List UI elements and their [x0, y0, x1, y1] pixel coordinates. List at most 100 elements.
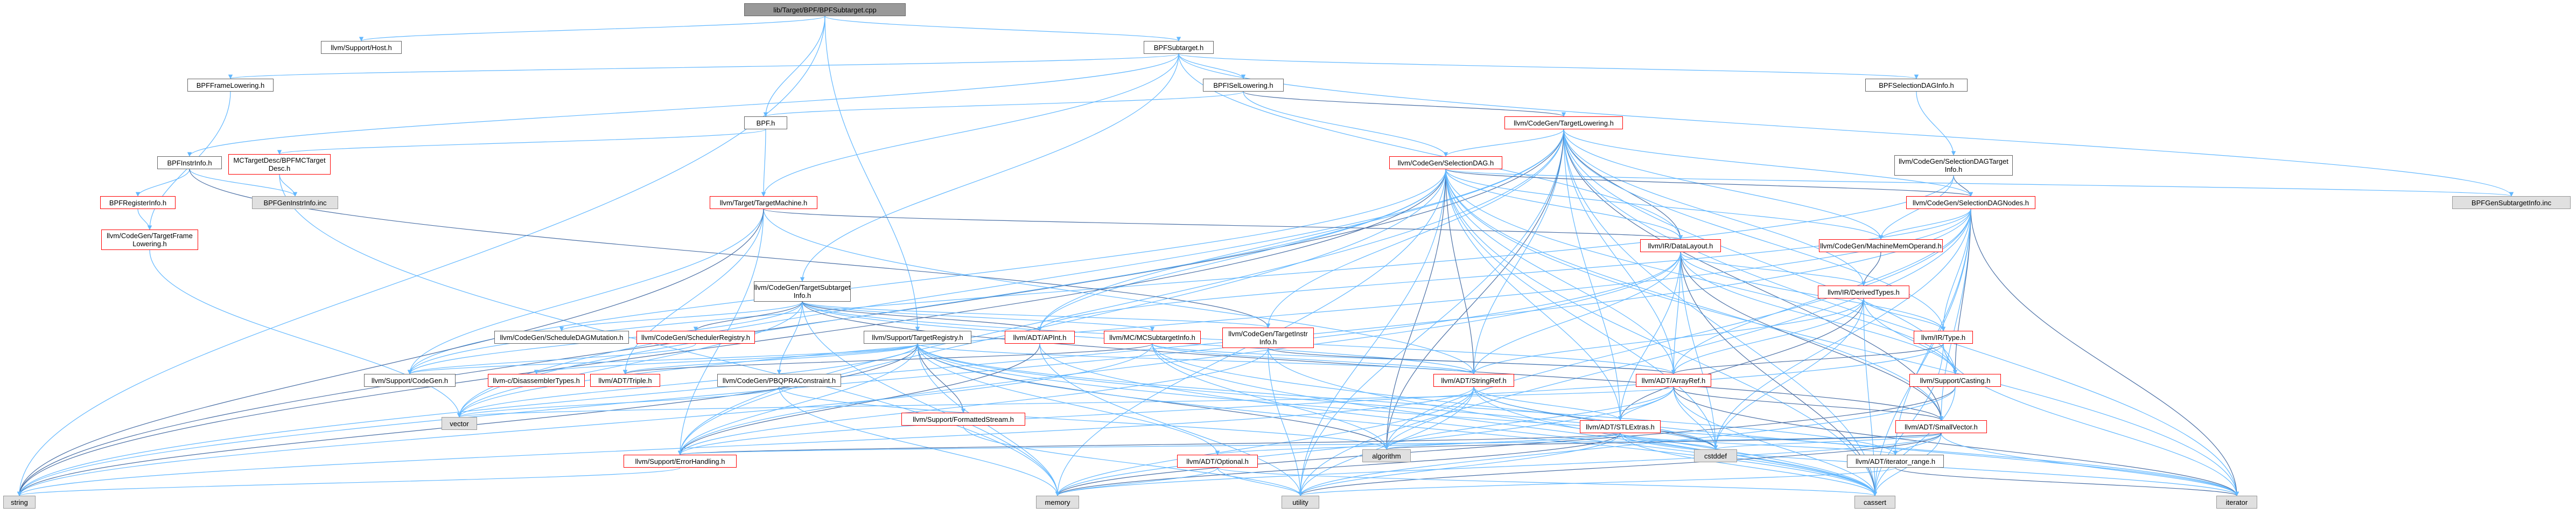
edge-isellowering-to-targetlowering — [1243, 91, 1566, 117]
edge-targetmachine-to-string — [17, 209, 764, 496]
edge-optional-to-cassert — [1217, 467, 1877, 496]
edge-smallvector-to-iterator — [1941, 433, 2239, 496]
edge-datalayout-to-arrayref — [1671, 252, 1681, 374]
node-triple[interactable]: llvm/ADT/Triple.h — [590, 374, 660, 387]
node-selectiondag[interactable]: llvm/CodeGen/SelectionDAG.h — [1389, 156, 1502, 169]
node-schedmutation[interactable]: llvm/CodeGen/ScheduleDAGMutation.h — [494, 331, 629, 344]
node-derivedtypes[interactable]: llvm/IR/DerivedTypes.h — [1818, 286, 1909, 298]
node-memoperand[interactable]: llvm/CodeGen/MachineMemOperand.h — [1819, 239, 1943, 252]
edge-selectiondag-to-errorhandling — [677, 169, 1446, 455]
node-errorhandling[interactable]: llvm/Support/ErrorHandling.h — [624, 455, 737, 468]
node-sdtargetinfo[interactable]: llvm/CodeGen/SelectionDAGTarget Info.h — [1894, 155, 2013, 176]
edge-smallvector-to-algorithm — [1384, 433, 1942, 450]
edge-targetlowering-to-errorhandling — [677, 129, 1564, 455]
edge-sdnodes-to-utility — [1298, 209, 1971, 496]
node-host[interactable]: llvm/Support/Host.h — [321, 41, 402, 54]
node-seldaginfo[interactable]: BPFSelectionDAGInfo.h — [1865, 79, 1968, 92]
node-vector[interactable]: vector — [442, 417, 477, 430]
node-casting[interactable]: llvm/Support/Casting.h — [1909, 374, 2001, 387]
node-cstddef[interactable]: cstddef — [1694, 449, 1737, 462]
edge-bpfsubtarget-to-framelowering — [228, 53, 1179, 79]
edge-tsubtargetinfo-to-smallvector — [802, 301, 1943, 421]
edge-apint-to-errorhandling — [677, 343, 1040, 455]
node-stlextras[interactable]: llvm/ADT/STLExtras.h — [1580, 420, 1661, 433]
edge-sdnodes-to-smallvector — [1938, 209, 1971, 421]
node-formattedstream[interactable]: llvm/Support/FormattedStream.h — [901, 413, 1025, 426]
edge-bpfsubtarget-to-seldaginfo — [1178, 53, 1919, 79]
node-tframelowering[interactable]: llvm/CodeGen/TargetFrame Lowering.h — [101, 230, 198, 250]
edge-smallvector-to-iteratorrange — [1893, 433, 1942, 455]
node-bpfh[interactable]: BPF.h — [744, 116, 787, 129]
edge-stlextras-to-utility — [1298, 433, 1621, 496]
edge-stringref-to-cassert — [1473, 386, 1878, 496]
node-sdnodes[interactable]: llvm/CodeGen/SelectionDAGNodes.h — [1906, 196, 2035, 209]
node-targetregistry[interactable]: llvm/Support/TargetRegistry.h — [864, 331, 971, 344]
edge-isellowering-to-bpfh — [764, 91, 1244, 117]
node-irtype[interactable]: llvm/IR/Type.h — [1914, 331, 1973, 344]
edge-targetlowering-to-algorithm — [1384, 129, 1564, 450]
edge-targetregistry-to-errorhandling — [677, 343, 918, 455]
node-apint[interactable]: llvm/ADT/APInt.h — [1005, 331, 1075, 344]
node-optional[interactable]: llvm/ADT/Optional.h — [1177, 455, 1258, 468]
node-schedregistry[interactable]: llvm/CodeGen/SchedulerRegistry.h — [636, 331, 755, 344]
edge-tsubtargetinfo-to-mcsubtarget — [802, 301, 1154, 331]
node-pbqprra[interactable]: llvm/CodeGen/PBQPRAConstraint.h — [717, 374, 841, 387]
edge-mcsubtarget-to-cassert — [1152, 343, 1878, 496]
edge-optional-to-memory — [1055, 467, 1218, 496]
node-gensubtarget[interactable]: BPFGenSubtargetInfo.inc — [2452, 196, 2571, 209]
node-targetmachine[interactable]: llvm/Target/TargetMachine.h — [710, 196, 817, 209]
node-iteratorrange[interactable]: llvm/ADT/iterator_range.h — [1847, 455, 1944, 468]
edge-targetregistry-to-vector — [457, 343, 918, 418]
edge-isellowering-to-selectiondag — [1243, 91, 1448, 157]
edge-targetlowering-to-selectiondag — [1443, 129, 1564, 157]
edge-datalayout-to-stringref — [1471, 252, 1681, 374]
edge-formattedstream-to-utility — [963, 425, 1303, 496]
edge-targetlowering-to-datalayout — [1563, 129, 1683, 240]
node-mcsubtarget[interactable]: llvm/MC/MCSubtargetInfo.h — [1104, 331, 1201, 344]
edge-selectiondag-to-algorithm — [1384, 169, 1446, 450]
edge-pbqprra-to-algorithm — [779, 386, 1389, 450]
edge-targetinstr-to-arrayref — [1268, 348, 1676, 374]
node-utility[interactable]: utility — [1282, 496, 1319, 509]
edge-targetmachine-to-datalayout — [763, 209, 1683, 240]
node-isellowering[interactable]: BPFISelLowering.h — [1203, 79, 1284, 92]
node-targetinstr[interactable]: llvm/CodeGen/TargetInstr Info.h — [1222, 328, 1314, 348]
node-stringref[interactable]: llvm/ADT/StringRef.h — [1433, 374, 1514, 387]
edge-bpfh-to-targetmachine — [761, 129, 766, 197]
edge-targetinstr-to-errorhandling — [677, 348, 1269, 455]
node-framelowering[interactable]: BPFFrameLowering.h — [187, 79, 274, 92]
node-codegen[interactable]: llvm/Support/CodeGen.h — [364, 374, 456, 387]
node-bpfsubtarget[interactable]: BPFSubtarget.h — [1144, 41, 1214, 54]
edge-mcdesc-to-geninstr — [279, 174, 298, 197]
node-memory[interactable]: memory — [1036, 496, 1079, 509]
edge-smallvector-to-utility — [1298, 433, 1942, 496]
edge-irtype-to-iterator — [1943, 343, 2239, 496]
node-string[interactable]: string — [3, 496, 36, 509]
edge-bpfsubtarget-to-gensubtarget — [1178, 53, 2514, 197]
node-datalayout[interactable]: llvm/IR/DataLayout.h — [1640, 239, 1721, 252]
edge-root-to-targetregistry — [824, 16, 920, 331]
edge-root-to-bpfsubtarget — [824, 16, 1181, 41]
node-mcdesc[interactable]: MCTargetDesc/BPFMCTarget Desc.h — [228, 154, 331, 175]
node-geninstr[interactable]: BPFGenInstrInfo.inc — [252, 196, 338, 209]
edge-stlextras-to-memory — [1055, 433, 1621, 496]
node-disasmtypes[interactable]: llvm-c/DisassemblerTypes.h — [488, 374, 585, 387]
edge-selectiondag-to-codegen — [407, 169, 1446, 374]
node-root[interactable]: lib/Target/BPF/BPFSubtarget.cpp — [744, 3, 906, 16]
node-reginfo[interactable]: BPFRegisterInfo.h — [100, 196, 176, 209]
edge-stringref-to-string — [17, 386, 1474, 496]
edge-derivedtypes-to-stlextras — [1618, 298, 1864, 421]
node-iterator[interactable]: iterator — [2216, 496, 2257, 509]
node-instrinfo[interactable]: BPFInstrInfo.h — [157, 156, 222, 169]
edge-targetlowering-to-vector — [457, 129, 1564, 418]
node-targetlowering[interactable]: llvm/CodeGen/TargetLowering.h — [1504, 116, 1623, 129]
edge-sdnodes-to-vector — [457, 209, 1971, 418]
node-arrayref[interactable]: llvm/ADT/ArrayRef.h — [1636, 374, 1711, 387]
node-tsubtargetinfo[interactable]: llvm/CodeGen/TargetSubtarget Info.h — [754, 281, 851, 302]
node-algorithm[interactable]: algorithm — [1362, 449, 1411, 462]
node-smallvector[interactable]: llvm/ADT/SmallVector.h — [1895, 420, 1987, 433]
edge-targetlowering-to-cassert — [1563, 129, 1878, 496]
edge-datalayout-to-string — [17, 252, 1681, 496]
edge-targetregistry-to-stringref — [917, 343, 1476, 374]
node-cassert[interactable]: cassert — [1854, 496, 1895, 509]
